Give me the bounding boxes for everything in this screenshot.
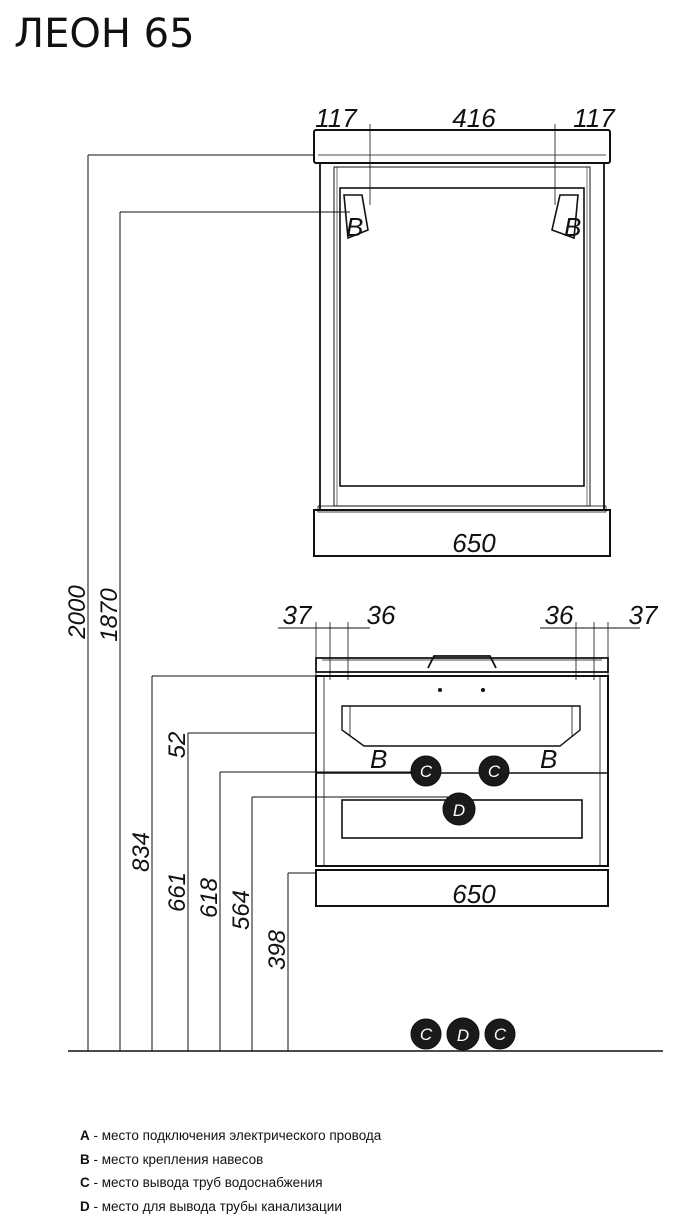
height-564: 564 [228,890,255,930]
cabinet-plinth [315,869,609,907]
height-661: 661 [164,872,191,912]
mounting-dots [438,688,485,692]
water-pipe-marker-right [478,755,510,787]
height-398: 398 [264,929,291,970]
legend-letter: B [80,1151,90,1167]
water-pipe-label-right: C [488,762,501,781]
floor-water-marker-left [410,1018,442,1050]
floor-drain-marker [446,1017,480,1051]
legend-letter: D [80,1198,90,1214]
legend-text: - место крепления навесов [89,1151,264,1167]
legend: A - место подключения электрического про… [80,1124,381,1218]
legend-letter: C [80,1175,90,1190]
mirror-hanger-label-right: B [564,212,581,242]
mirror-crown [313,129,611,164]
legend-text: - место подключения электрического прово… [89,1128,382,1143]
mirror-base [313,509,611,557]
cabinet-dim-1: 37 [283,600,313,630]
mirror-hanger-left [343,194,369,240]
legend-item-a: A - место подключения электрического про… [80,1124,381,1148]
mirror-glass [339,187,585,487]
floor-label-1: C [420,1025,433,1044]
legend-item-c: C - место вывода труб водоснабжения [80,1171,381,1195]
cabinet-dim-2: 36 [367,600,396,630]
height-dimension-lines [87,154,448,1051]
cabinet-dim-3: 36 [545,600,574,630]
legend-item-b: B - место крепления навесов [80,1148,381,1172]
floor-label-2: D [457,1026,469,1045]
mirror-hanger-right [551,194,579,240]
height-52: 52 [164,732,191,759]
drain-pipe-marker [442,792,476,826]
pipe-markers [410,755,516,1051]
legend-item-d: D - место для вывода трубы канализации [80,1195,381,1219]
mirror-dim-center: 416 [452,103,496,133]
legend-letter: A [80,1128,90,1143]
height-2000: 2000 [64,585,91,640]
page-title: ЛЕОН 65 [14,11,195,57]
mirror-hanger-label-left: B [346,212,363,242]
height-834: 834 [128,832,155,872]
mirror-dim-left: 117 [315,103,358,133]
legend-text: - место вывода труб водоснабжения [89,1175,323,1190]
faucet-mount [427,655,497,669]
water-pipe-label-left: C [420,762,433,781]
height-1870: 1870 [96,588,123,642]
floor-label-3: C [494,1025,507,1044]
legend-text: - место для вывода трубы канализации [89,1198,342,1214]
cabinet-hanger-label-left: B [370,744,387,774]
mirror-width: 650 [452,528,496,558]
drain-pipe-label: D [453,801,465,820]
cabinet-dim-4: 37 [629,600,659,630]
mirror-inner-frame [333,166,591,507]
mirror-dim-right: 117 [573,103,616,133]
cabinet-hanger-label-right: B [540,744,557,774]
sink-bowl [341,705,581,747]
vanity-cabinet [278,622,640,907]
water-pipe-marker-left [410,755,442,787]
cabinet-width: 650 [452,879,496,909]
height-618: 618 [196,877,223,918]
basin-top [315,657,609,673]
mirror-cabinet [313,124,611,557]
floor-water-marker-right [484,1018,516,1050]
